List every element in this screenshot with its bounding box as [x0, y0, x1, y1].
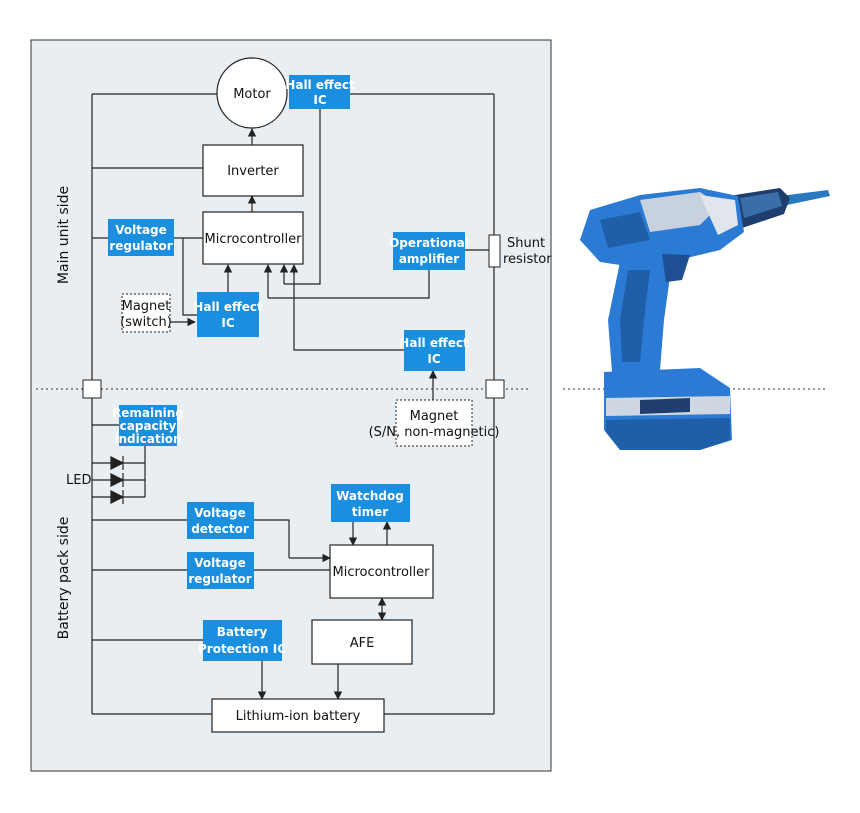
magnet-pack: Magnet (S/N, non-magnetic): [369, 399, 500, 447]
voltage-detector: Voltage detector: [187, 502, 254, 539]
svg-text:AFE: AFE: [350, 636, 375, 651]
svg-text:(switch): (switch): [120, 315, 172, 330]
svg-text:timer: timer: [352, 505, 388, 519]
svg-text:Microcontroller: Microcontroller: [332, 565, 430, 580]
led-array: [110, 456, 125, 504]
svg-text:Inverter: Inverter: [227, 164, 279, 179]
svg-text:Hall effect: Hall effect: [193, 300, 263, 314]
svg-text:Protection IC: Protection IC: [198, 642, 286, 656]
svg-text:capacity: capacity: [120, 419, 177, 433]
svg-text:Magnet: Magnet: [122, 299, 171, 314]
svg-text:Shunt: Shunt: [507, 236, 545, 251]
drill-bit: [780, 190, 830, 206]
svg-text:Operational: Operational: [389, 236, 469, 250]
main-unit-side-label: Main unit side: [56, 186, 72, 284]
led-label: LED: [66, 473, 91, 488]
power-drill-illustration: [580, 188, 830, 450]
svg-text:Voltage: Voltage: [194, 556, 246, 570]
operational-amplifier: Operational amplifier: [389, 232, 469, 270]
led-diode-2: [110, 473, 125, 487]
motor: Motor: [216, 57, 288, 129]
svg-text:Magnet: Magnet: [410, 409, 459, 424]
afe: AFE: [311, 619, 413, 665]
connector-left: [82, 379, 102, 399]
hall-effect-ic-switch: Hall effect IC: [193, 292, 263, 337]
svg-text:regulator: regulator: [188, 572, 251, 586]
hall-effect-ic-pack: Hall effect IC: [399, 330, 469, 371]
svg-text:detector: detector: [191, 522, 249, 536]
svg-text:Hall effect: Hall effect: [399, 336, 469, 350]
svg-text:Battery: Battery: [217, 625, 268, 639]
svg-text:IC: IC: [221, 316, 234, 330]
led-diode-3: [110, 490, 125, 504]
svg-text:IC: IC: [427, 352, 440, 366]
voltage-regulator-battery: Voltage regulator: [187, 552, 254, 589]
svg-text:Voltage: Voltage: [194, 506, 246, 520]
svg-text:resistor: resistor: [503, 252, 552, 267]
svg-text:Hall effect: Hall effect: [285, 78, 355, 92]
connector-right: [485, 379, 505, 399]
magnet-switch: Magnet (switch): [120, 293, 172, 333]
svg-text:Motor: Motor: [233, 87, 271, 102]
led-diode-1: [110, 456, 125, 470]
lithium-ion-battery: Lithium-ion battery: [211, 698, 385, 733]
remaining-capacity-indication: Remaining capacity indication: [112, 405, 184, 446]
svg-text:regulator: regulator: [109, 239, 172, 253]
battery-protection-ic: Battery Protection IC: [198, 620, 286, 661]
svg-text:Watchdog: Watchdog: [336, 489, 404, 503]
svg-text:amplifier: amplifier: [399, 252, 459, 266]
svg-text:Lithium-ion battery: Lithium-ion battery: [236, 709, 361, 724]
shunt-resistor: Shunt resistor: [488, 234, 552, 268]
watchdog-timer: Watchdog timer: [331, 484, 410, 522]
voltage-regulator-main: Voltage regulator: [108, 219, 174, 256]
arrows: [170, 128, 438, 700]
microcontroller-battery: Microcontroller: [329, 544, 434, 599]
hall-effect-ic-top: Hall effect IC: [285, 75, 355, 109]
svg-text:IC: IC: [313, 93, 326, 107]
svg-text:Voltage: Voltage: [115, 223, 167, 237]
svg-text:Microcontroller: Microcontroller: [204, 232, 302, 247]
battery-pack-side-label: Battery pack side: [56, 517, 72, 640]
inverter: Inverter: [202, 144, 304, 197]
wires: [91, 93, 495, 715]
svg-text:Remaining: Remaining: [112, 406, 184, 420]
microcontroller-main: Microcontroller: [202, 211, 304, 265]
svg-text:indication: indication: [114, 432, 181, 446]
svg-text:(S/N, non-magnetic): (S/N, non-magnetic): [369, 425, 500, 440]
